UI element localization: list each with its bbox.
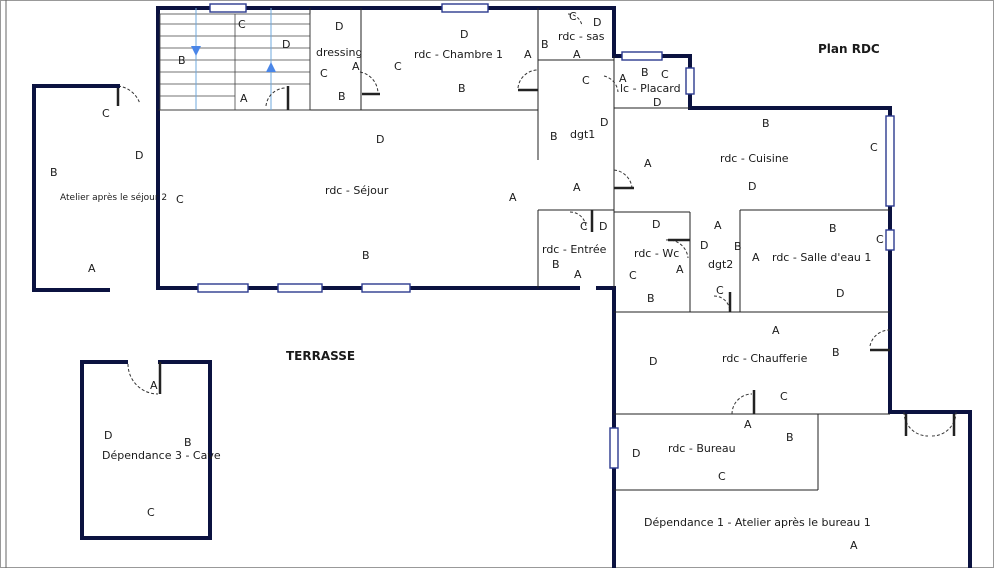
doors (116, 13, 957, 437)
room-dressing: dressing (316, 46, 363, 59)
room-entree: rdc - Entrée (542, 243, 607, 256)
room-atelier-sejour: Atelier après le séjour 2 (60, 192, 167, 203)
wall-letter: D (600, 116, 608, 129)
wall-letter: C (102, 107, 110, 120)
wall-letter: D (104, 429, 112, 442)
room-dgt2: dgt2 (708, 258, 733, 271)
wall-letter: B (50, 166, 58, 179)
wall-letter: A (150, 379, 158, 392)
room-chambre1: rdc - Chambre 1 (414, 48, 503, 61)
wall-letter: C (716, 284, 724, 297)
wall-letter: C (718, 470, 726, 483)
wall-letter: D (376, 133, 384, 146)
wall-letter: D (460, 28, 468, 41)
wall-letter: D (599, 220, 607, 233)
staircase (159, 8, 311, 111)
wall-letter: B (829, 222, 837, 235)
wall-letter: D (282, 38, 290, 51)
room-placard: lc - Placard (620, 82, 681, 95)
wall-letter: C (870, 141, 878, 154)
wall-letter: A (714, 219, 722, 232)
wall-letter: B (184, 436, 192, 449)
wall-letter: A (619, 72, 627, 85)
wall-letter: A (850, 539, 858, 552)
wall-letter: D (836, 287, 844, 300)
wall-letter: A (644, 157, 652, 170)
wall-letter: D (632, 447, 640, 460)
plan-title: Plan RDC (818, 42, 880, 56)
stair-down-arrow-icon (191, 46, 201, 56)
wall-letter: D (700, 239, 708, 252)
wall-letter: B (362, 249, 370, 262)
wall-letter: A (676, 263, 684, 276)
wall-letter: A (744, 418, 752, 431)
wall-letter: C (320, 67, 328, 80)
wall-letter: D (135, 149, 143, 162)
wall-letter: A (772, 324, 780, 337)
room-cave: Dépendance 3 - Cave (102, 449, 221, 462)
wall-letter: D (748, 180, 756, 193)
wall-letter: A (573, 181, 581, 194)
stair-up-arrow-icon (266, 62, 276, 72)
windows (197, 3, 895, 469)
wall-letter: A (352, 60, 360, 73)
atelier-walls (32, 84, 120, 292)
room-atelier-bureau: Dépendance 1 - Atelier après le bureau 1 (644, 516, 871, 529)
wall-letter: A (524, 48, 532, 61)
wall-letter: D (653, 96, 661, 109)
wall-letter: C (661, 68, 669, 81)
room-cuisine: rdc - Cuisine (720, 152, 789, 165)
wall-letter: B (458, 82, 466, 95)
wall-letter: A (509, 191, 517, 204)
wall-letter: D (652, 218, 660, 231)
wall-letter: B (641, 66, 649, 79)
wall-letter: D (335, 20, 343, 33)
wall-letter: A (752, 251, 760, 264)
wall-letter: B (550, 130, 558, 143)
wall-letter: C (876, 233, 884, 246)
wall-letters: C D B A D C A B D C B A B C D A C A B C … (50, 10, 884, 552)
wall-letter: C (569, 10, 577, 23)
wall-letter: C (580, 220, 588, 233)
wall-letter: B (541, 38, 549, 51)
wall-letter: B (552, 258, 560, 271)
room-chaufferie: rdc - Chaufferie (722, 352, 808, 365)
wall-letter: A (88, 262, 96, 275)
room-bureau: rdc - Bureau (668, 442, 736, 455)
room-sas: rdc - sas (558, 30, 605, 43)
room-wc: rdc - Wc (634, 247, 679, 260)
wall-letter: B (734, 240, 742, 253)
wall-letter: D (593, 16, 601, 29)
room-sejour: rdc - Séjour (325, 184, 389, 197)
interior-walls (158, 8, 890, 491)
wall-letter: C (176, 193, 184, 206)
room-salle-eau: rdc - Salle d'eau 1 (772, 251, 871, 264)
wall-letter: C (582, 74, 590, 87)
wall-letter: C (394, 60, 402, 73)
wall-letter: C (780, 390, 788, 403)
wall-letter: C (238, 18, 246, 31)
wall-letter: C (147, 506, 155, 519)
wall-letter: A (573, 48, 581, 61)
wall-letter: A (574, 268, 582, 281)
room-dgt1: dgt1 (570, 128, 595, 141)
wall-letter: B (786, 431, 794, 444)
wall-letter: B (647, 292, 655, 305)
wall-letter: D (649, 355, 657, 368)
wall-letter: B (832, 346, 840, 359)
wall-letter: B (762, 117, 770, 130)
terrace-label: TERRASSE (286, 349, 355, 363)
wall-letter: B (338, 90, 346, 103)
wall-letter: A (240, 92, 248, 105)
wall-letter: B (178, 54, 186, 67)
cave-walls (80, 360, 212, 540)
wall-letter: C (629, 269, 637, 282)
